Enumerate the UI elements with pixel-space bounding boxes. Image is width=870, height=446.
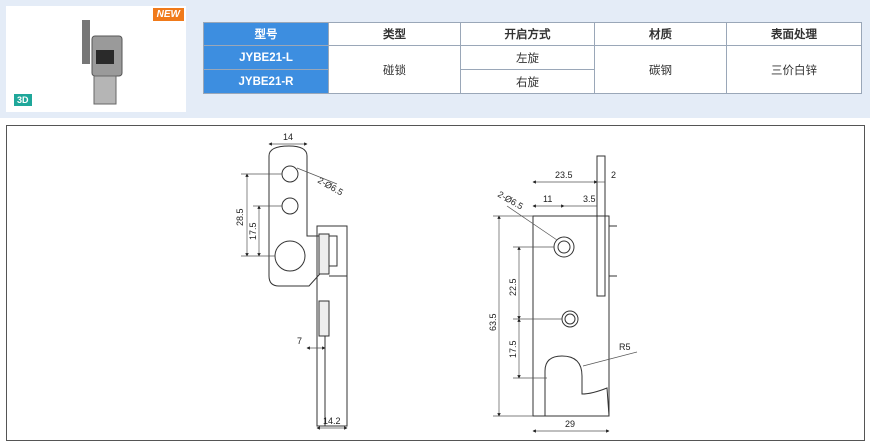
col-model: 型号 bbox=[203, 22, 329, 46]
dim-right-r5: R5 bbox=[619, 342, 631, 352]
dim-right-3-5: 3.5 bbox=[583, 194, 596, 204]
right-dimensions bbox=[493, 180, 638, 433]
left-dimensions bbox=[241, 142, 348, 430]
drawing-canvas: 14 2-Ø6.5 28.5 17.5 7 14.2 bbox=[235, 132, 638, 433]
3d-badge[interactable]: 3D bbox=[14, 94, 32, 106]
col-type: 类型 bbox=[328, 22, 461, 46]
material-cell: 碳钢 bbox=[594, 45, 727, 94]
dim-right-2: 2 bbox=[611, 170, 616, 180]
photo-base bbox=[93, 75, 117, 105]
product-photo[interactable]: NEW 3D bbox=[6, 6, 186, 112]
product-photo-image bbox=[82, 20, 123, 105]
dim-left-hole: 2-Ø6.5 bbox=[316, 175, 345, 197]
spec-header-row: 型号 类型 开启方式 材质 表面处理 bbox=[203, 22, 862, 46]
col-material: 材质 bbox=[594, 22, 727, 46]
left-view bbox=[268, 145, 348, 427]
photo-mechanism bbox=[96, 50, 114, 64]
finish-cell: 三价白锌 bbox=[726, 45, 862, 94]
table-row: JYBE21-L 碰锁 左旋 碳钢 三价白锌 bbox=[203, 45, 862, 94]
col-finish: 表面处理 bbox=[726, 22, 862, 46]
dim-right-11: 11 bbox=[543, 194, 552, 204]
dim-left-28-5: 28.5 bbox=[235, 208, 245, 226]
dim-left-7: 7 bbox=[297, 336, 302, 346]
new-badge: NEW bbox=[152, 8, 184, 21]
model-cell-l: JYBE21-L bbox=[203, 45, 329, 70]
dim-right-29: 29 bbox=[565, 419, 575, 429]
dim-right-63-5: 63.5 bbox=[488, 313, 498, 331]
spec-table: 型号 类型 开启方式 材质 表面处理 JYBE21-L 碰锁 左旋 碳钢 三价白… bbox=[203, 22, 862, 94]
table-row: JYBE21-R 右旋 bbox=[203, 69, 862, 94]
dim-right-17-5: 17.5 bbox=[508, 340, 518, 358]
type-cell: 碰锁 bbox=[328, 45, 461, 94]
photo-lever bbox=[82, 20, 90, 64]
dim-left-14-2: 14.2 bbox=[323, 416, 341, 426]
model-cell-r: JYBE21-R bbox=[203, 69, 329, 94]
dim-right-23-5: 23.5 bbox=[555, 170, 573, 180]
technical-drawing: 14 2-Ø6.5 28.5 17.5 7 14.2 bbox=[6, 125, 865, 441]
dim-left-14: 14 bbox=[283, 132, 293, 142]
dim-left-17-5: 17.5 bbox=[248, 222, 258, 240]
opening-cell-r: 右旋 bbox=[460, 69, 595, 94]
opening-cell-l: 左旋 bbox=[460, 45, 595, 70]
col-opening: 开启方式 bbox=[460, 22, 595, 46]
dim-right-22-5: 22.5 bbox=[508, 278, 518, 296]
